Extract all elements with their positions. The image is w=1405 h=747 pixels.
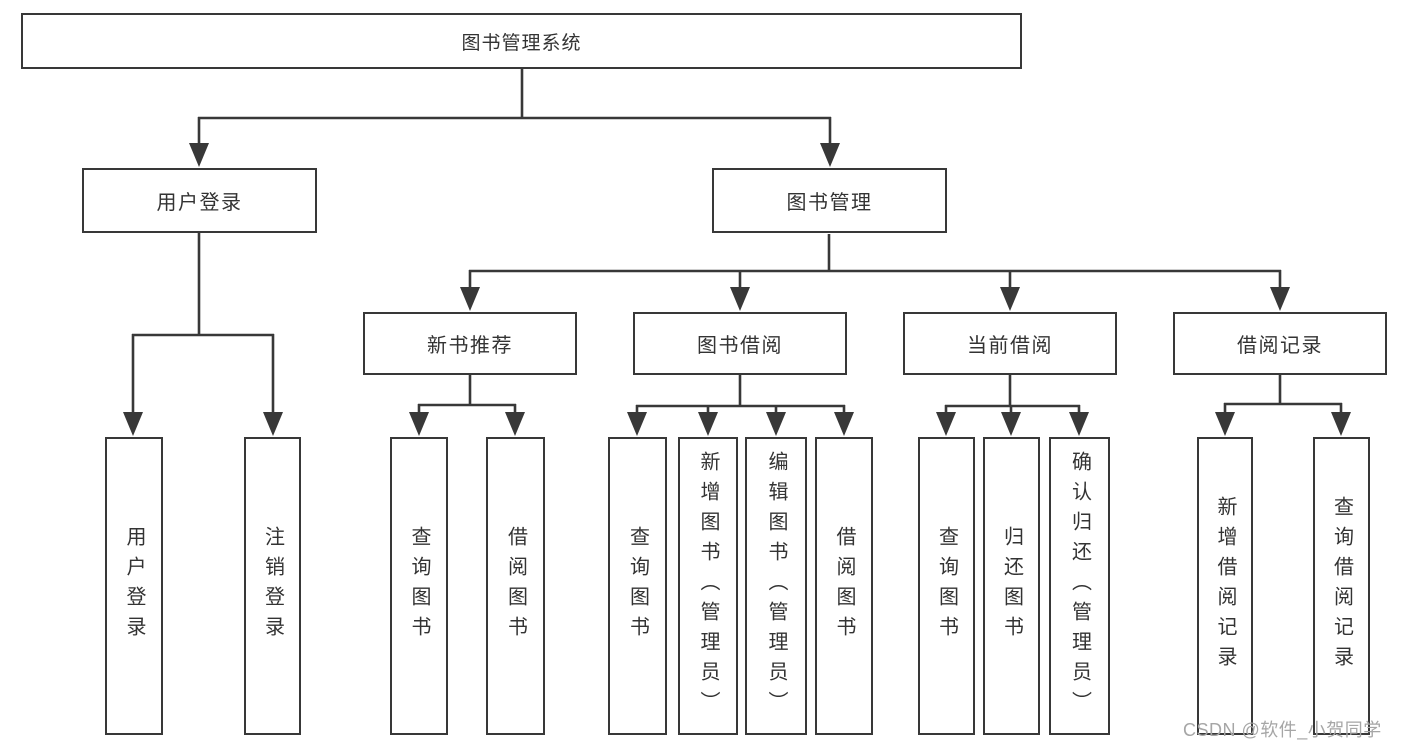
node-current-borrowing: 当前借阅 (903, 312, 1117, 375)
node-label: 新增图书（管理员） (697, 451, 719, 721)
leaf-borrow-books-borrowing: 借阅图书 (815, 437, 873, 735)
leaf-logout-login: 注销登录 (244, 437, 301, 735)
leaf-query-books-current: 查询图书 (918, 437, 975, 735)
node-label: 确认归还（管理员） (1068, 451, 1091, 721)
node-label: 查询图书 (408, 526, 430, 646)
leaf-borrow-books-recommend: 借阅图书 (486, 437, 545, 735)
node-label: 图书借阅 (697, 335, 783, 357)
node-label: 查询借阅记录 (1330, 496, 1353, 676)
node-label: 图书管理 (786, 192, 873, 214)
node-label: 查询图书 (626, 526, 649, 646)
node-label: 用户登录 (156, 192, 243, 214)
node-new-book-recommendation: 新书推荐 (363, 312, 577, 375)
node-label: 当前借阅 (967, 335, 1053, 357)
node-label: 查询图书 (935, 526, 958, 646)
node-label: 借阅图书 (833, 526, 855, 646)
leaf-add-borrow-record: 新增借阅记录 (1197, 437, 1253, 735)
node-label: 图书管理系统 (461, 32, 582, 54)
leaf-query-borrow-record: 查询借阅记录 (1313, 437, 1370, 735)
node-label: 借阅记录 (1237, 335, 1323, 357)
node-label: 归还图书 (1000, 526, 1023, 646)
leaf-query-books-borrowing: 查询图书 (608, 437, 667, 735)
node-book-management: 图书管理 (712, 168, 947, 233)
leaf-add-books-admin: 新增图书（管理员） (678, 437, 738, 735)
node-borrowing-records: 借阅记录 (1173, 312, 1387, 375)
leaf-edit-books-admin: 编辑图书（管理员） (745, 437, 807, 735)
node-book-borrowing: 图书借阅 (633, 312, 847, 375)
node-label: 用户登录 (123, 526, 145, 646)
node-label: 新书推荐 (427, 335, 513, 357)
node-label: 借阅图书 (504, 526, 527, 646)
leaf-query-books-recommend: 查询图书 (390, 437, 448, 735)
node-user-login: 用户登录 (82, 168, 317, 233)
node-library-management-system: 图书管理系统 (21, 13, 1022, 69)
node-label: 新增借阅记录 (1214, 496, 1236, 676)
leaf-user-login: 用户登录 (105, 437, 163, 735)
node-label: 编辑图书（管理员） (765, 451, 787, 721)
leaf-return-books: 归还图书 (983, 437, 1040, 735)
node-label: 注销登录 (261, 526, 284, 646)
leaf-confirm-return-admin: 确认归还（管理员） (1049, 437, 1110, 735)
csdn-watermark: CSDN @软件_小贺同学 (1183, 720, 1382, 740)
